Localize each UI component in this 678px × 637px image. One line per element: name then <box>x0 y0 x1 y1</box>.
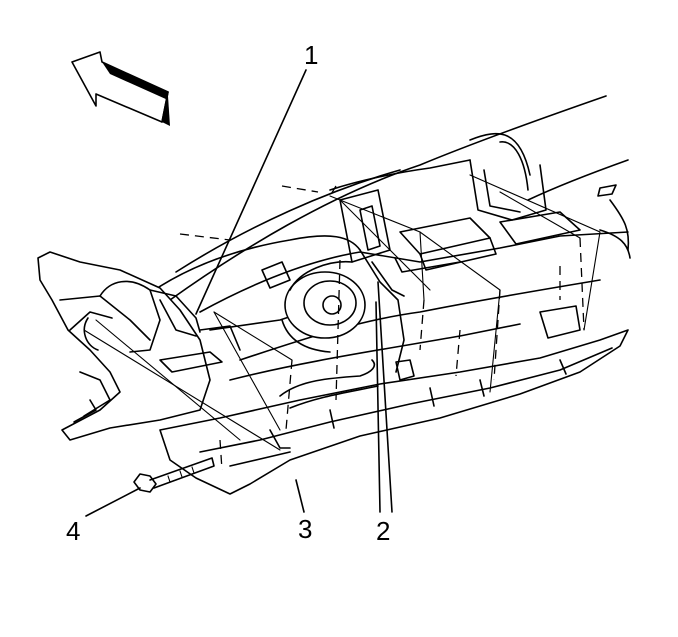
forward-direction-arrow <box>71 51 170 126</box>
callout-4: 4 <box>66 516 80 546</box>
left-end-panel <box>37 251 211 441</box>
callout-3: 3 <box>298 514 312 544</box>
callout-2: 2 <box>376 516 390 546</box>
callout-labels: 1 2 3 4 <box>66 40 390 546</box>
steering-column-component <box>261 260 366 353</box>
knee-bolster-panel <box>159 305 629 495</box>
callout-leaders <box>85 69 393 517</box>
instrument-panel-carrier <box>139 231 629 381</box>
callout-1: 1 <box>304 40 318 70</box>
leader-lines <box>83 174 601 451</box>
fastener-alignment-lines <box>179 185 585 471</box>
lower-bracket <box>159 249 415 409</box>
dash-outline <box>169 95 631 301</box>
